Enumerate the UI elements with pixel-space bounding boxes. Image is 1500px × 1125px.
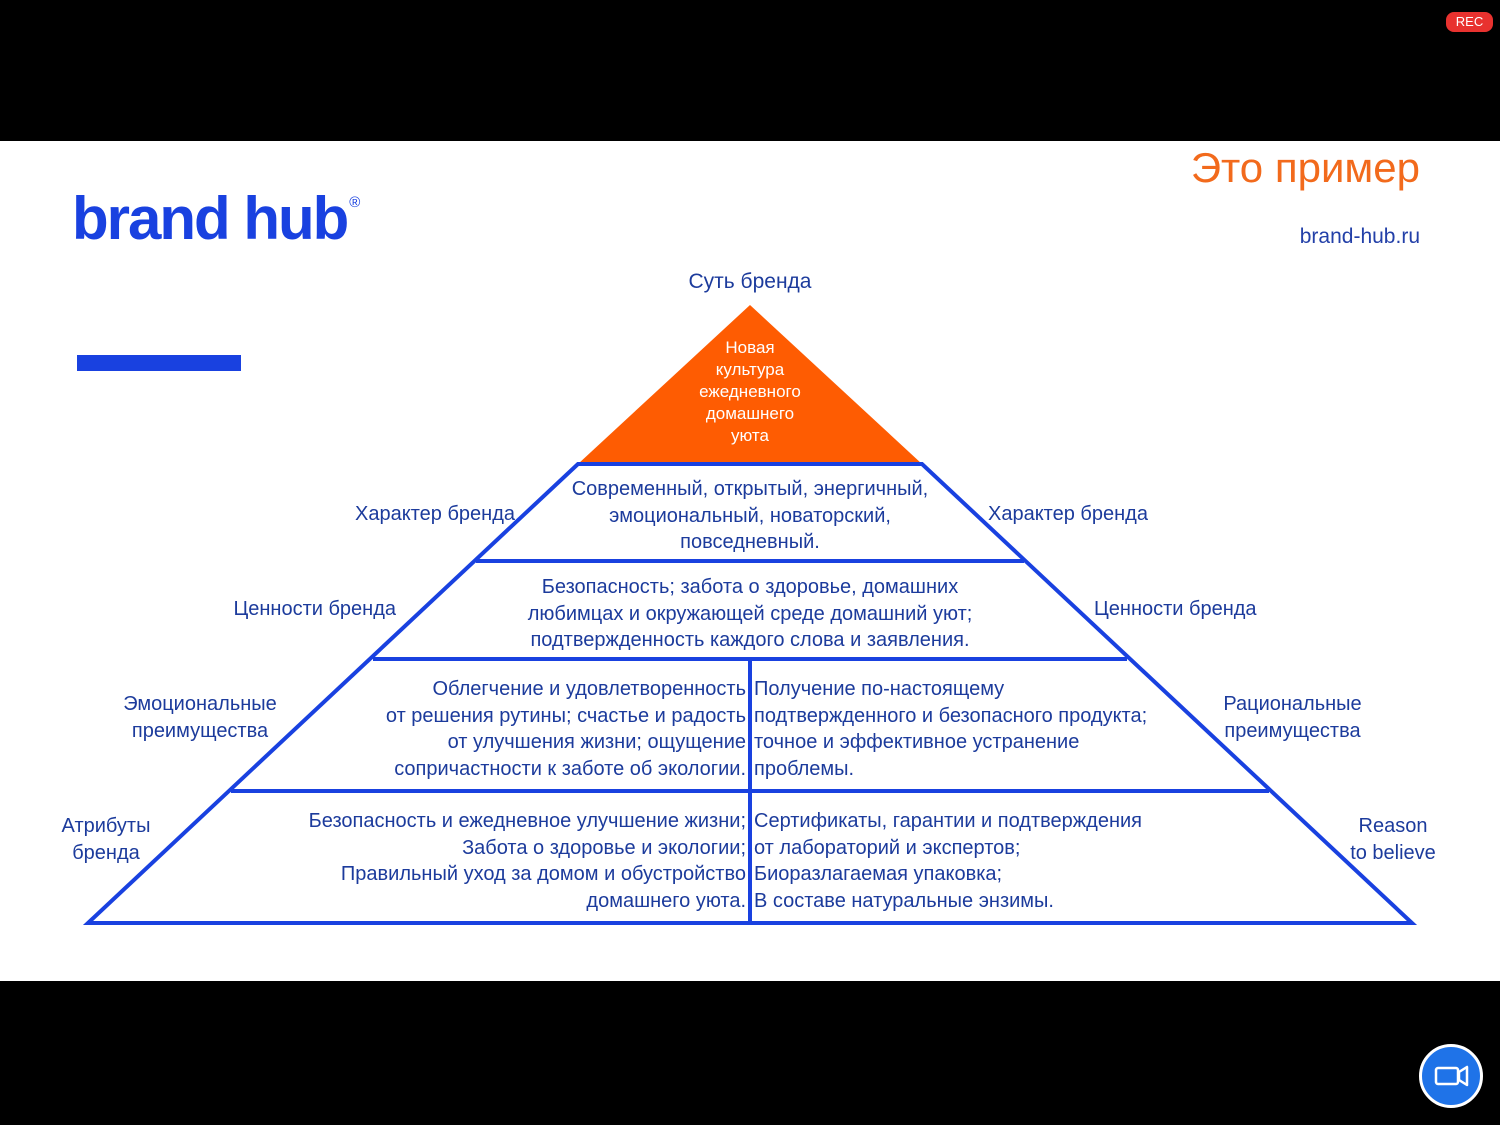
values-label-left: Ценности бренда <box>233 598 396 620</box>
attribute-line: Забота о здоровье и экологии; <box>462 836 746 859</box>
attributes-label: Атрибуты бренда <box>40 813 172 866</box>
essence-triangle <box>578 305 922 464</box>
emotional-benefits-label: Эмоциональные преимущества <box>100 691 300 744</box>
label-line: бренда <box>72 841 140 864</box>
character-line: эмоциональный, новаторский, <box>609 504 891 527</box>
benefit-line: подтвержденного и безопасного продукта; <box>754 704 1148 727</box>
reason-line: Биоразлагаемая упаковка; <box>754 863 1003 885</box>
pyramid-top-label: Суть бренда <box>688 270 812 293</box>
reason-line: В составе натуральные энзимы. <box>754 889 1054 912</box>
video-camera-button[interactable] <box>1419 1044 1483 1108</box>
values-label-right: Ценности бренда <box>1094 598 1257 620</box>
label-line: преимущества <box>131 719 269 742</box>
reason-to-believe-label: Reason to believe <box>1330 813 1456 866</box>
benefit-line: от улучшения жизни; ощущение <box>447 731 746 753</box>
label-line: Эмоциональные <box>123 693 277 715</box>
essence-line: ежедневного <box>699 382 801 401</box>
label-line: Рациональные <box>1223 693 1362 715</box>
attribute-line: Безопасность и ежедневное улучшение жизн… <box>308 810 746 832</box>
reason-line: от лабораторий и экспертов; <box>754 836 1021 859</box>
character-line: Современный, открытый, энергичный, <box>571 478 929 500</box>
benefit-line: Получение по-настоящему <box>754 678 1005 700</box>
reason-line: Сертификаты, гарантии и подтверждения <box>754 810 1142 832</box>
attributes-text: Безопасность и ежедневное улучшение жизн… <box>230 808 746 914</box>
label-line: to believe <box>1350 841 1436 864</box>
brand-pyramid-diagram <box>82 305 1418 925</box>
brand-logo: brand hub® <box>72 189 361 249</box>
logo-text: brand hub <box>72 185 349 252</box>
benefit-line: проблемы. <box>754 757 855 780</box>
emotional-benefits-text: Облегчение и удовлетворенность от решени… <box>300 676 746 782</box>
label-line: Reason <box>1358 815 1428 837</box>
label-line: преимущества <box>1224 719 1361 742</box>
character-line: повседневный. <box>680 531 820 553</box>
values-line: Безопасность; забота о здоровье, домашни… <box>541 576 959 598</box>
values-text: Безопасность; забота о здоровье, домашни… <box>470 574 1030 654</box>
attribute-line: Правильный уход за домом и обустройство <box>340 863 746 885</box>
reason-to-believe-text: Сертификаты, гарантии и подтверждения от… <box>754 808 1234 914</box>
essence-line: уюта <box>731 426 769 445</box>
benefit-line: точное и эффективное устранение <box>754 731 1080 753</box>
benefit-line: от решения рутины; счастье и радость <box>385 704 746 727</box>
brand-essence-text: Новая культура ежедневного домашнего уют… <box>670 337 830 447</box>
character-text: Современный, открытый, энергичный, эмоци… <box>530 476 970 556</box>
character-label-left: Характер бренда <box>355 503 515 525</box>
essence-line: культура <box>715 360 785 379</box>
attribute-line: домашнего уюта. <box>586 889 746 912</box>
presentation-slide: brand hub® Это пример brand-hub.ru Суть … <box>0 141 1500 981</box>
label-line: Атрибуты <box>61 815 151 837</box>
benefit-line: сопричастности к заботе об экологии. <box>394 757 746 780</box>
rational-benefits-text: Получение по-настоящему подтвержденного … <box>754 676 1200 782</box>
benefit-line: Облегчение и удовлетворенность <box>432 678 746 700</box>
values-line: подтвержденность каждого слова и заявлен… <box>530 629 970 651</box>
rec-badge: REC <box>1446 12 1493 32</box>
essence-line: Новая <box>725 338 775 357</box>
video-camera-icon <box>1434 1065 1469 1087</box>
website-url: brand-hub.ru <box>1299 225 1420 248</box>
values-line: любимцах и окружающей среде домашний уют… <box>527 602 973 625</box>
decorative-bar <box>77 355 241 371</box>
pyramid-outline <box>82 462 1418 925</box>
rational-benefits-label: Рациональные преимущества <box>1195 691 1390 744</box>
slide-headline: Это пример <box>1190 144 1420 191</box>
character-label-right: Характер бренда <box>988 503 1148 525</box>
essence-line: домашнего <box>705 404 795 423</box>
registered-mark: ® <box>349 194 361 211</box>
